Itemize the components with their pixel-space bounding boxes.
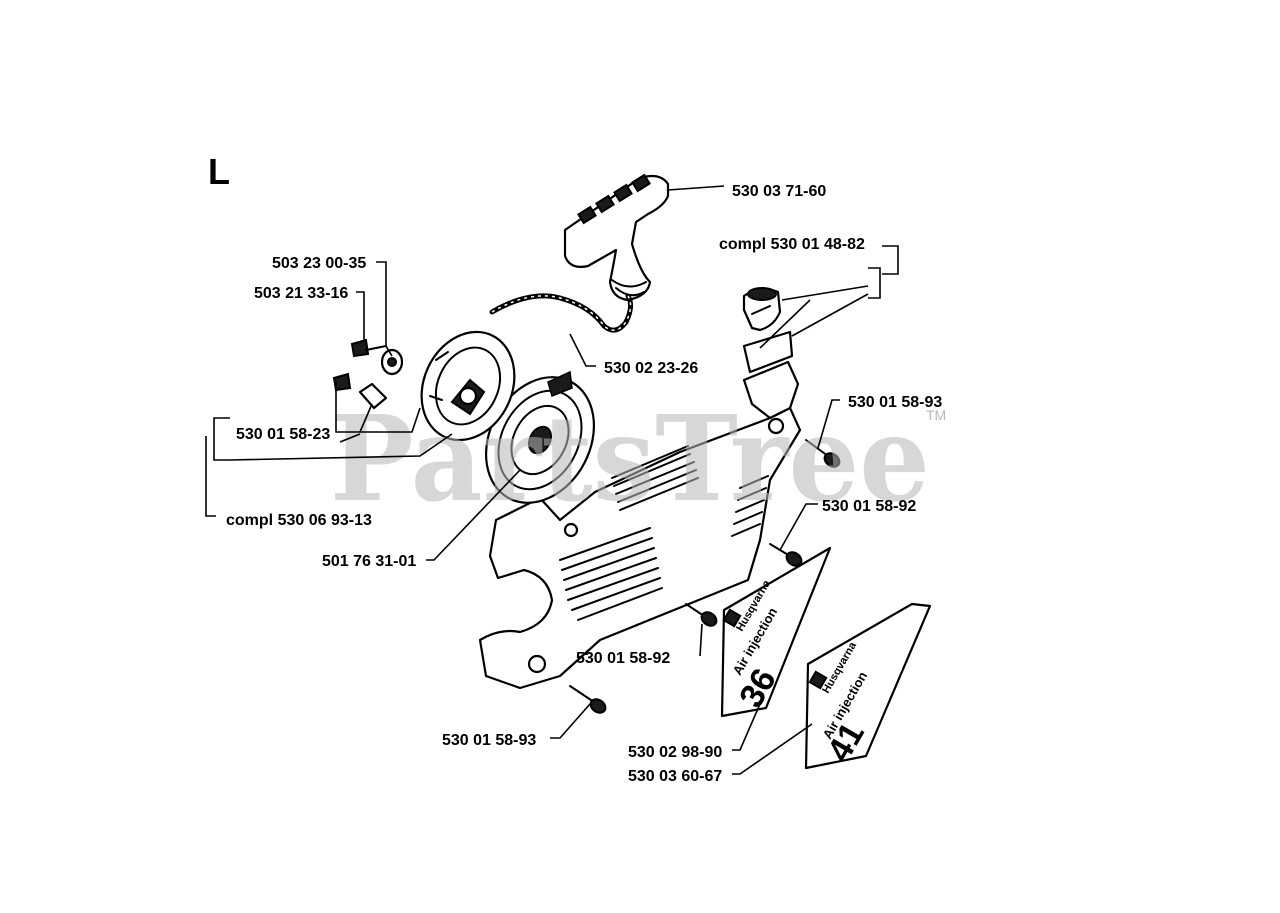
- starter-cover: [478, 330, 802, 690]
- watermark-text: PartsTree: [330, 389, 930, 528]
- label-screw-bottom-left: 530 01 58-93: [442, 732, 536, 749]
- watermark: PartsTree TM: [330, 389, 946, 528]
- cover-vents-upper: [611, 445, 699, 511]
- watermark-tm: TM: [926, 407, 946, 423]
- label-pawl-set: 530 01 58-23: [236, 426, 330, 443]
- label-rope: 530 02 23-26: [604, 360, 698, 377]
- label-decal-41: 530 03 60-67: [628, 768, 722, 785]
- label-screw-mid-right: 530 01 58-92: [822, 498, 916, 515]
- label-grip-compl: compl 530 01 48-82: [719, 236, 865, 253]
- screw-mid-right: [769, 543, 803, 567]
- label-pulley: 501 76 31-01: [322, 553, 416, 570]
- pawl: [358, 382, 388, 410]
- screw-503-23-00-35: [350, 338, 387, 358]
- label-screw-lower-mid: 530 01 58-92: [576, 650, 670, 667]
- label-washer-a: 503 21 33-16: [254, 285, 348, 302]
- starter-rope: [489, 293, 634, 333]
- leader-lines: [205, 185, 899, 775]
- label-screw-top-right: 530 01 58-93: [848, 394, 942, 411]
- rope-grip: [742, 287, 782, 332]
- pawl-carrier: [420, 330, 516, 442]
- starter-handle: [563, 173, 670, 302]
- cover-vents-side: [731, 475, 769, 537]
- label-screw-a: 503 23 00-35: [272, 255, 366, 272]
- cover-vents-lower: [559, 527, 663, 621]
- rope-pulley: [484, 370, 596, 504]
- label-decal-36: 530 02 98-90: [628, 744, 722, 761]
- decal-model-36: Husqvarna Air injection 36: [720, 546, 832, 718]
- decal-model-41: Husqvarna Air injection 41: [804, 602, 932, 770]
- washer-503-21-33-16: [380, 348, 404, 376]
- section-letter: L: [208, 151, 230, 192]
- label-pawl-compl: compl 530 06 93-13: [226, 512, 372, 529]
- screw-lower-mid: [685, 603, 718, 627]
- screw-bottom-left: [569, 685, 607, 714]
- screw-top-right: [805, 439, 841, 468]
- label-handle: 530 03 71-60: [732, 183, 826, 200]
